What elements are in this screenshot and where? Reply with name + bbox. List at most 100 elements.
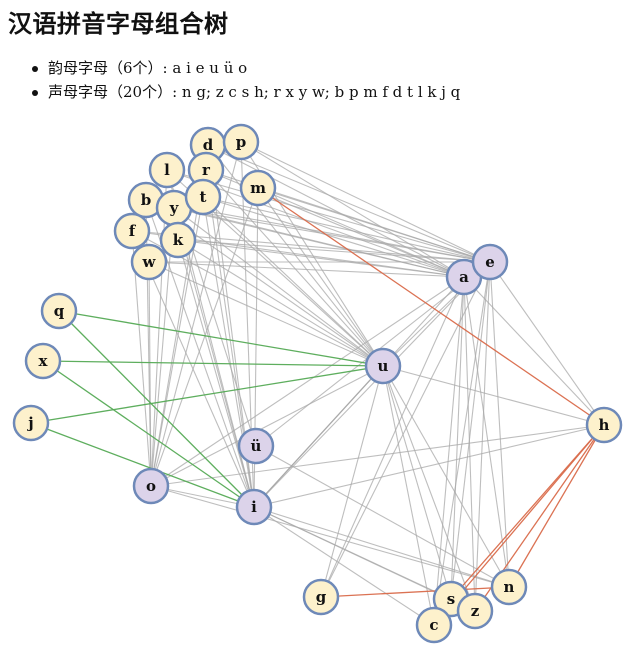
edge-d-a	[207, 144, 465, 278]
node-label-t: t	[200, 188, 207, 206]
edge-z-e	[474, 261, 491, 612]
node-label-s: s	[447, 590, 455, 608]
node-label-g: g	[316, 588, 327, 606]
node-circle-c	[415, 606, 453, 644]
node-label-ü: ü	[251, 437, 262, 455]
node-l[interactable]: l	[148, 151, 186, 189]
node-circle-ü	[237, 427, 275, 465]
edge-c-e	[433, 261, 491, 626]
node-x[interactable]: x	[24, 342, 62, 380]
edge-n-a	[463, 276, 510, 588]
legend-consonants: 声母字母（20个）: n g; z c s h; r x y w; b p m …	[30, 80, 460, 104]
node-label-z: z	[471, 602, 480, 620]
node-label-l: l	[164, 161, 170, 179]
node-t[interactable]: t	[184, 178, 222, 216]
node-q[interactable]: q	[40, 292, 78, 330]
node-e[interactable]: e	[471, 243, 509, 281]
node-label-b: b	[141, 191, 152, 209]
node-label-m: m	[250, 179, 266, 197]
node-circle-t	[184, 178, 222, 216]
edge-c-i	[253, 506, 435, 626]
node-label-f: f	[129, 222, 137, 240]
edge-t-u	[202, 196, 384, 367]
edge-g-a	[320, 276, 465, 598]
node-label-u: u	[378, 357, 389, 375]
edge-t-a	[202, 196, 465, 278]
edge-y-i	[173, 207, 255, 508]
node-circle-f	[113, 212, 151, 250]
edge-x-u	[42, 360, 384, 367]
node-label-j: j	[26, 414, 33, 432]
node-label-n: n	[504, 578, 515, 596]
node-f[interactable]: f	[113, 212, 151, 250]
edge-k-i	[177, 239, 255, 508]
edge-j-u	[30, 365, 384, 424]
node-z[interactable]: z	[456, 592, 494, 630]
node-w[interactable]: w	[130, 243, 168, 281]
node-o[interactable]: o	[132, 467, 170, 505]
node-label-a: a	[459, 268, 469, 286]
node-g[interactable]: g	[302, 578, 340, 616]
node-label-w: w	[142, 253, 157, 271]
node-circle-j	[12, 404, 50, 442]
edge-y-a	[173, 207, 465, 278]
node-circle-h	[585, 406, 623, 444]
edge-n-u	[382, 365, 510, 588]
edge-m-e	[257, 187, 491, 263]
edge-n-e	[489, 261, 510, 588]
node-circle-p	[222, 123, 260, 161]
edge-h-u	[382, 365, 605, 426]
edge-g-n	[320, 586, 510, 598]
node-r[interactable]: r	[187, 151, 225, 189]
edge-y-e	[173, 207, 491, 263]
edge-p-e	[240, 141, 491, 263]
edge-w-o	[148, 261, 152, 487]
node-b[interactable]: b	[127, 181, 165, 219]
node-label-k: k	[173, 231, 184, 249]
node-h[interactable]: h	[585, 406, 623, 444]
edge-h-n	[508, 424, 605, 588]
edge-c-a	[433, 276, 465, 626]
edge-r-u	[205, 169, 384, 367]
node-circle-n	[490, 568, 528, 606]
edge-h-i	[253, 424, 605, 508]
edge-q-i	[58, 310, 255, 508]
edge-layer	[30, 141, 605, 626]
edge-k-e	[177, 239, 491, 263]
edge-t-e	[202, 196, 491, 263]
node-p[interactable]: p	[222, 123, 260, 161]
node-j[interactable]: j	[12, 404, 50, 442]
edge-z-a	[463, 276, 476, 612]
node-label-p: p	[236, 133, 247, 151]
node-u[interactable]: u	[364, 347, 402, 385]
edge-p-o	[150, 141, 242, 487]
edge-u-o	[150, 365, 384, 487]
node-label-o: o	[146, 477, 156, 495]
edge-k-u	[177, 239, 384, 367]
edge-z-u	[382, 365, 476, 612]
node-circle-m	[239, 169, 277, 207]
node-c[interactable]: c	[415, 606, 453, 644]
node-m[interactable]: m	[239, 169, 277, 207]
edge-m-u	[257, 187, 384, 367]
edge-s-a	[450, 276, 465, 600]
node-k[interactable]: k	[159, 221, 197, 259]
edge-a-o	[150, 276, 465, 487]
edge-w-a	[148, 261, 465, 278]
edge-h-o	[150, 424, 605, 487]
edge-x-i	[42, 360, 255, 508]
node-i[interactable]: i	[235, 488, 273, 526]
edge-w-u	[148, 261, 384, 367]
node-n[interactable]: n	[490, 568, 528, 606]
node-label-h: h	[599, 416, 610, 434]
edge-m-o	[150, 187, 259, 487]
edge-j-i	[30, 422, 255, 508]
edge-s-u	[382, 365, 452, 600]
edge-h-a	[463, 276, 605, 426]
node-circle-k	[159, 221, 197, 259]
edge-s-e	[450, 261, 491, 600]
edge-m-h	[257, 187, 605, 426]
node-ü[interactable]: ü	[237, 427, 275, 465]
